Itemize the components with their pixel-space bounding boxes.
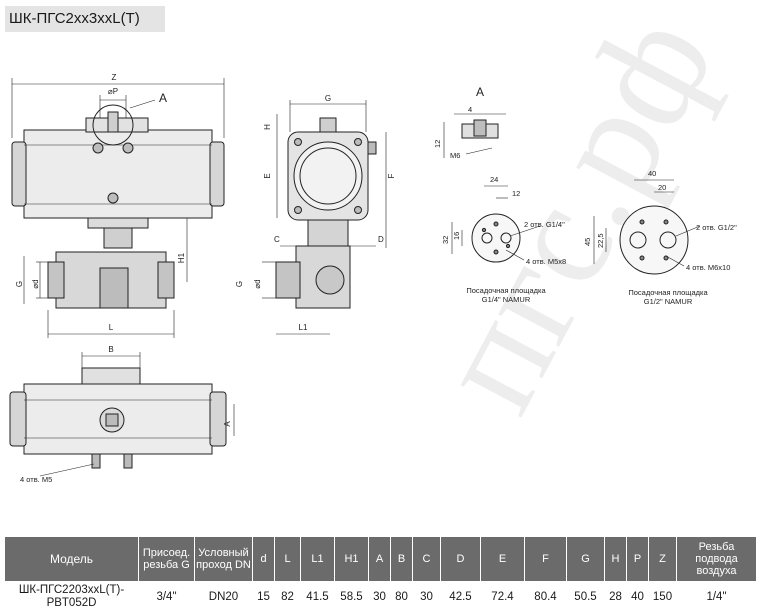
detail-a-d12: 12 xyxy=(433,140,442,148)
cell-dn: DN20 xyxy=(194,581,253,613)
dim-l: L xyxy=(109,323,114,332)
th-b: B xyxy=(390,536,413,582)
th-l: L xyxy=(274,536,301,582)
cell-f: 80.4 xyxy=(524,581,567,613)
n14-d12: 12 xyxy=(512,189,520,198)
dim-g-side: G xyxy=(325,94,331,103)
table-header-row: Модель Присоед. резьба G Условный проход… xyxy=(4,536,757,582)
n12-d20: 20 xyxy=(658,183,666,192)
n14-d24: 24 xyxy=(490,175,498,184)
cell-c: 30 xyxy=(412,581,441,613)
dim-b: B xyxy=(108,345,113,354)
cell-h1: 58.5 xyxy=(334,581,369,613)
th-e: E xyxy=(480,536,525,582)
cell-thread-g: 3/4" xyxy=(138,581,195,613)
cell-l: 82 xyxy=(274,581,301,613)
dim-h: H xyxy=(263,124,272,130)
watermark: пгс.рф xyxy=(403,0,746,435)
front-view xyxy=(11,78,225,338)
cell-b: 80 xyxy=(390,581,413,613)
th-d: d xyxy=(252,536,275,582)
th-z: Z xyxy=(648,536,677,582)
n12-d45: 45 xyxy=(583,238,592,246)
bottom-view xyxy=(9,352,235,477)
side-view xyxy=(262,100,387,335)
dim-f: F xyxy=(387,173,396,178)
dim-h1: H1 xyxy=(177,252,186,263)
cell-p: 40 xyxy=(626,581,649,613)
callout-a: A xyxy=(159,91,167,105)
svg-text:пгс.рф: пгс.рф xyxy=(403,0,746,435)
namur-14-labels: 24 12 32 16 2 отв. G1/4" 4 отв. M5x8 Пос… xyxy=(441,175,566,304)
spec-table: Модель Присоед. резьба G Условный проход… xyxy=(4,536,757,613)
detail-a-title: A xyxy=(476,85,484,99)
n14-holes: 2 отв. G1/4" xyxy=(524,220,565,229)
detail-a-m6: M6 xyxy=(450,151,460,160)
th-p: P xyxy=(626,536,649,582)
dim-c: C xyxy=(274,235,280,244)
table-row: ШК-ПГС2203xxL(T)-PBT052D 3/4" DN20 15 82… xyxy=(4,581,757,613)
side-view-labels: G H E F C D G ⌀d L1 xyxy=(235,94,396,332)
detail-a-labels: A 4 12 M6 xyxy=(433,85,484,160)
th-dn: Условный проход DN xyxy=(194,536,253,582)
n12-d40: 40 xyxy=(648,169,656,178)
cell-g: 50.5 xyxy=(566,581,605,613)
dim-l1: L1 xyxy=(299,323,308,332)
dim-z: Z xyxy=(112,73,117,82)
dim-d-side: ⌀d xyxy=(253,279,262,288)
cell-e: 72.4 xyxy=(480,581,525,613)
cell-model: ШК-ПГС2203xxL(T)-PBT052D xyxy=(4,581,139,613)
cell-z: 150 xyxy=(648,581,677,613)
n12-caption1: Посадочная площадка xyxy=(628,288,708,297)
n14-thread: 4 отв. M5x8 xyxy=(526,257,566,266)
th-air-thread: Резьба подвода воздуха xyxy=(676,536,757,582)
n14-d16: 16 xyxy=(452,232,461,240)
th-g: G xyxy=(566,536,605,582)
namur-14-view xyxy=(451,185,541,263)
cell-dd: 42.5 xyxy=(440,581,481,613)
dim-a: A xyxy=(223,421,232,427)
page-title: ШК-ПГС2xx3xxL(T) xyxy=(5,6,165,32)
dim-dd: D xyxy=(378,235,384,244)
n14-d32: 32 xyxy=(441,236,450,244)
detail-a-d4: 4 xyxy=(468,105,472,114)
th-h: H xyxy=(604,536,627,582)
dim-d: ⌀d xyxy=(31,279,40,288)
dim-p: ⌀P xyxy=(108,87,118,96)
dim-g-side2: G xyxy=(235,281,244,287)
bottom-view-labels: B A 4 отв. M5 xyxy=(20,345,232,484)
dim-g: G xyxy=(15,281,24,287)
th-l1: L1 xyxy=(300,536,335,582)
bottom-holes: 4 отв. M5 xyxy=(20,475,52,484)
th-dd: D xyxy=(440,536,481,582)
n12-holes: 2 отв. G1/2" xyxy=(696,223,737,232)
cell-h: 28 xyxy=(604,581,627,613)
n12-thread: 4 отв. M6x10 xyxy=(686,263,730,272)
n14-caption1: Посадочная площадка xyxy=(466,286,546,295)
th-model: Модель xyxy=(4,536,139,582)
th-h1: H1 xyxy=(334,536,369,582)
cell-a: 30 xyxy=(368,581,391,613)
cell-d: 15 xyxy=(252,581,275,613)
th-a: A xyxy=(368,536,391,582)
th-f: F xyxy=(524,536,567,582)
cell-l1: 41.5 xyxy=(300,581,335,613)
front-view-labels: Z ⌀P A H1 G ⌀d L xyxy=(15,73,186,332)
n12-d225: 22,5 xyxy=(596,233,605,248)
detail-a xyxy=(443,113,506,158)
n12-caption2: G1/2" NAMUR xyxy=(644,297,693,306)
n14-caption2: G1/4" NAMUR xyxy=(482,295,531,304)
th-thread-g: Присоед. резьба G xyxy=(138,536,195,582)
cell-air-thread: 1/4" xyxy=(676,581,757,613)
namur-12-view xyxy=(593,179,701,275)
technical-drawing: пгс.рф xyxy=(9,0,746,484)
th-c: C xyxy=(412,536,441,582)
dim-e: E xyxy=(263,173,272,178)
namur-12-labels: 40 20 45 22,5 2 отв. G1/2" 4 отв. M6x10 … xyxy=(583,169,737,306)
